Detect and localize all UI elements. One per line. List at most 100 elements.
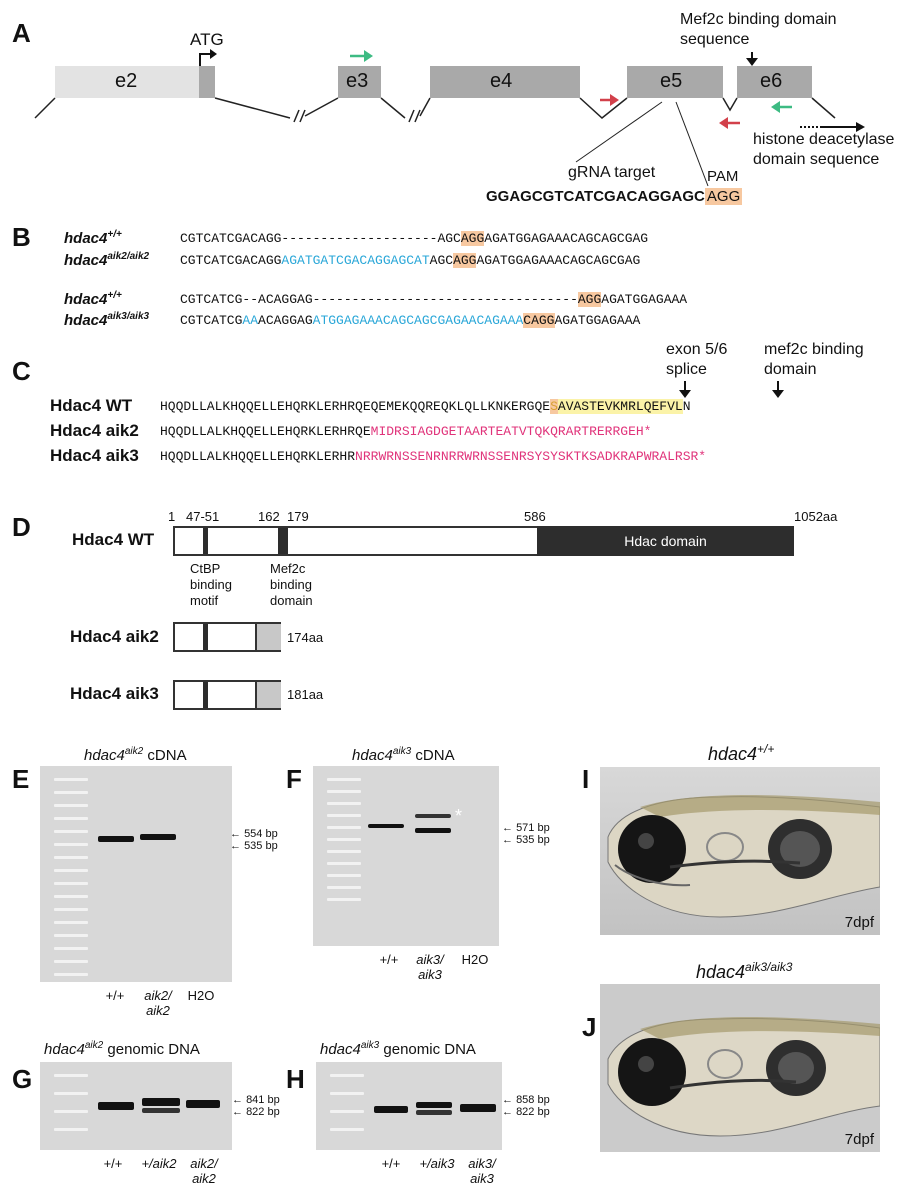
break-mark — [408, 109, 415, 123]
aik3-protein-name: Hdac4 aik3 — [70, 684, 159, 703]
panel-label-c: C — [12, 356, 31, 386]
primer-forward-arrow-icon — [364, 50, 373, 62]
title-rest: cDNA — [147, 747, 187, 764]
hdac-arrow-icon — [856, 122, 865, 132]
genotype-label: hdac4+/+ — [64, 229, 122, 247]
ladder-band — [54, 934, 88, 937]
ladder-band — [54, 1092, 88, 1095]
grna-seq: GGAGCGTCATCGACAGGAGC — [486, 188, 705, 205]
dna-band — [142, 1098, 180, 1106]
ladder-band — [327, 790, 361, 793]
atg-arrowhead — [210, 49, 217, 59]
ladder-band — [54, 869, 88, 872]
break-mark — [299, 109, 306, 123]
gene-name: hdac4 — [84, 747, 125, 764]
mef2c-c-arrow-icon — [772, 390, 784, 398]
genotype-label: hdac4aik3/aik3 — [64, 311, 150, 329]
ladder-band — [327, 778, 361, 781]
panel-label-h: H — [286, 1064, 305, 1094]
bp-label: ← 822 bp — [502, 1106, 582, 1118]
genotype: +/+ — [757, 742, 775, 756]
arrow-left-icon: ← — [502, 1094, 513, 1106]
wt-protein-name: Hdac4 WT — [72, 530, 155, 549]
ladder-band — [54, 960, 88, 963]
arrow-left-icon: ← — [502, 822, 513, 834]
dna-band — [368, 824, 404, 828]
bp-label: ← 571 bp — [502, 822, 582, 834]
ladder-band — [330, 1074, 364, 1077]
aik2-protein-bar — [173, 622, 281, 652]
bp-value: 858 bp — [516, 1094, 550, 1106]
gel-f — [313, 766, 499, 946]
dna-band — [460, 1104, 496, 1112]
exon-label-e6: e6 — [760, 70, 783, 92]
nonspecific-band-star: * — [455, 806, 463, 826]
aik3-mutant-tail — [255, 682, 281, 708]
dna-band — [140, 834, 176, 840]
ladder-band — [54, 830, 88, 833]
genotype: aik3/aik3 — [745, 960, 793, 974]
lane-label: +/+ — [103, 1156, 123, 1171]
panel-label-e: E — [12, 764, 30, 794]
mef2c-domain-mark — [278, 528, 288, 554]
lane-label: aik3/ aik3 — [416, 952, 444, 982]
allele: aik2 — [124, 746, 144, 757]
ladder-band — [54, 947, 88, 950]
ladder-band — [54, 882, 88, 885]
larva-image-wildtype: 7dpf — [600, 767, 880, 935]
lane-label: aik3/ aik3 — [468, 1156, 496, 1186]
dna-band — [186, 1100, 220, 1108]
intron-line — [380, 97, 406, 119]
ladder-band — [54, 895, 88, 898]
mef2c-domain-label: mef2c binding domain — [764, 341, 864, 378]
exon-e6 — [737, 66, 812, 98]
lane-label: +/+ — [379, 952, 399, 967]
gel-e — [40, 766, 232, 982]
intron-line — [304, 97, 339, 117]
aik3-protein-bar — [173, 680, 281, 710]
lane-label: +/aik2 — [141, 1156, 177, 1171]
panel-label-j: J — [582, 1012, 597, 1042]
tick-1052: 1052aa — [794, 509, 838, 524]
lane-label: +/aik3 — [419, 1156, 455, 1171]
gene-name: hdac4 — [696, 962, 746, 982]
protein-sequence: HQQDLLALKHQQELLEHQRKLERHRNRRWRNSSENRNRRW… — [160, 449, 707, 464]
arrow-left-icon: ← — [232, 1094, 243, 1106]
intron-line — [214, 97, 291, 119]
allele: aik2 — [84, 1040, 104, 1051]
tick-179: 179 — [287, 509, 309, 524]
title-rest: cDNA — [415, 747, 455, 764]
exon-e4 — [430, 66, 580, 98]
break-mark — [293, 109, 300, 123]
larva-drawing — [600, 767, 880, 935]
panel-label-a: A — [12, 18, 31, 48]
larva-drawing — [600, 984, 880, 1152]
bp-value: 822 bp — [246, 1106, 280, 1118]
lane-label: +/+ — [381, 1156, 401, 1171]
gene-name: hdac4 — [708, 744, 758, 764]
ladder-band — [327, 850, 361, 853]
hdac-sequence-label: histone deacetylase domain sequence — [753, 131, 895, 168]
aik2-length: 174aa — [287, 630, 324, 645]
ladder-band — [54, 843, 88, 846]
ladder-band — [54, 921, 88, 924]
arrow-left-icon: ← — [502, 1106, 513, 1118]
ladder-band — [330, 1092, 364, 1095]
tick-47-51: 47-51 — [186, 509, 220, 524]
ladder-band — [327, 874, 361, 877]
break-mark — [414, 109, 421, 123]
splice-label: exon 5/6 splice — [666, 341, 728, 378]
pam-label: PAM — [707, 168, 739, 185]
lane-label: aik2/ aik2 — [190, 1156, 218, 1186]
fish-j-title: hdac4aik3/aik3 — [696, 960, 792, 983]
tick-162: 162 — [258, 509, 280, 524]
lane-label: aik2/ aik2 — [144, 988, 172, 1018]
aik2-mutant-tail — [255, 624, 281, 650]
ladder-band — [327, 802, 361, 805]
atg-arrow-icon — [199, 53, 212, 66]
ladder-band — [54, 856, 88, 859]
gene-name: hdac4 — [44, 1041, 85, 1058]
exon-e3 — [338, 66, 381, 98]
ladder-band — [327, 814, 361, 817]
